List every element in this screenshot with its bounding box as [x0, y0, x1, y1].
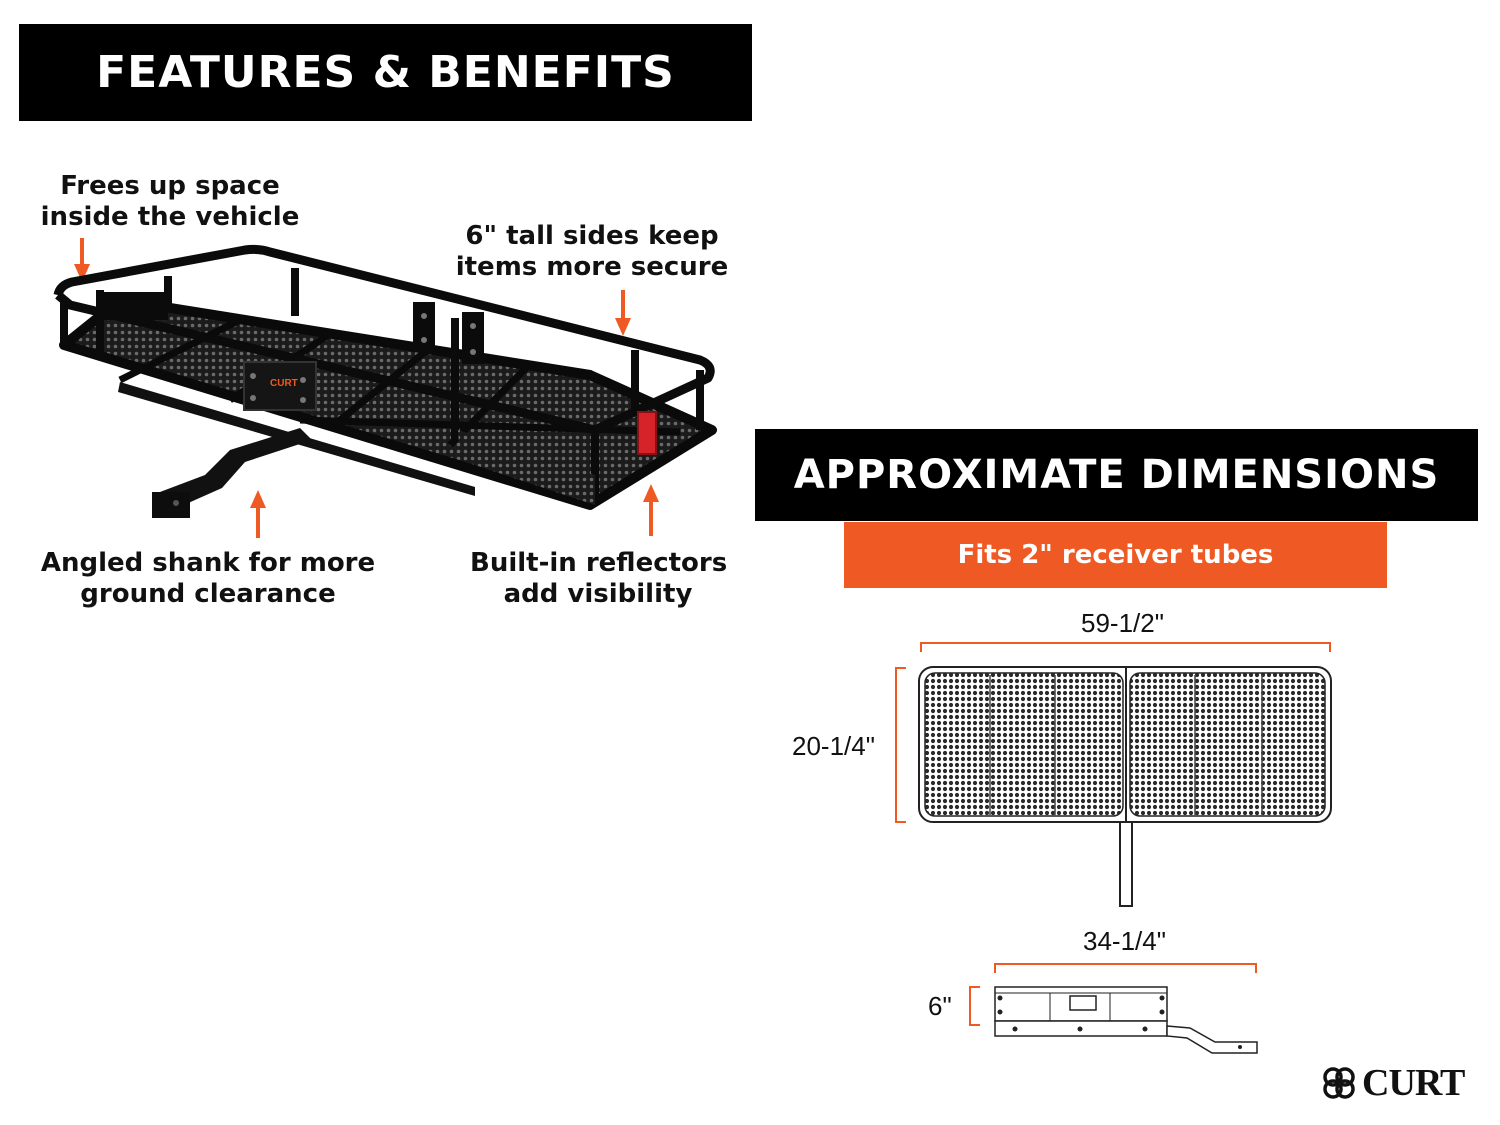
side-view-diagram [969, 963, 1258, 1054]
callout-line: items more secure [455, 252, 729, 282]
callout-line: Angled shank for more [40, 548, 376, 578]
arrow-up-icon [250, 490, 266, 538]
top-view-diagram [895, 642, 1332, 907]
length-dimension-label: 59-1/2" [1081, 608, 1164, 638]
brand-logo: CURT [1322, 1062, 1465, 1104]
arrow-down-icon [615, 290, 631, 336]
features-heading: FEATURES & BENEFITS [19, 24, 752, 121]
svg-text:CURT: CURT [270, 378, 298, 389]
reflector [637, 411, 657, 455]
cargo-carrier-image: CURT [53, 244, 717, 518]
curt-logo-icon [1323, 1067, 1355, 1099]
callout-frees-space: Frees up space inside the vehicle [40, 171, 300, 233]
dimensions-heading: APPROXIMATE DIMENSIONS [755, 429, 1478, 521]
callout-line: inside the vehicle [40, 202, 300, 232]
callout-line: Built-in reflectors [470, 548, 728, 578]
arrow-down-icon [74, 238, 90, 282]
callout-tall-sides: 6" tall sides keep items more secure [450, 221, 734, 283]
callout-reflectors: Built-in reflectors add visibility [470, 548, 728, 610]
logo-text: CURT [1362, 1062, 1465, 1104]
arrow-up-icon [643, 484, 659, 536]
product-plate: CURT [243, 361, 317, 411]
fits-receiver-banner: Fits 2" receiver tubes [844, 522, 1387, 588]
callout-line: Frees up space [60, 171, 280, 201]
callout-line: 6" tall sides keep [465, 221, 719, 251]
callout-arrows [74, 238, 659, 538]
callout-angled-shank: Angled shank for more ground clearance [40, 548, 376, 610]
callout-line: ground clearance [80, 579, 336, 609]
platform-length-label: 34-1/4" [1083, 926, 1166, 956]
callout-line: add visibility [503, 579, 693, 609]
height-dimension-label: 6" [928, 991, 952, 1021]
width-dimension-label: 20-1/4" [792, 731, 875, 761]
